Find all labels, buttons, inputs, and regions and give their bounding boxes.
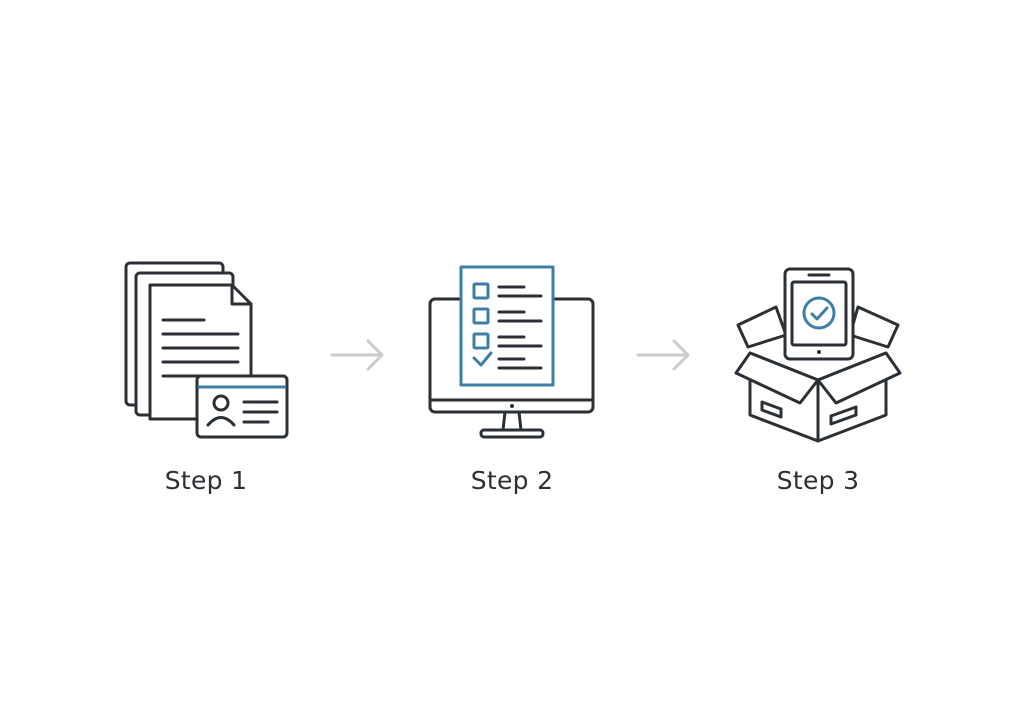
arrow-right-icon (636, 339, 690, 371)
step-label: Step 1 (164, 466, 248, 495)
step-1: Step 1 (96, 255, 316, 515)
documents-id-card-icon (124, 261, 289, 439)
step-label: Step 3 (776, 466, 860, 495)
step-2: Step 2 (402, 255, 622, 515)
box-phone-check-icon (734, 267, 902, 443)
monitor-checklist-icon (428, 265, 595, 439)
step-3: Step 3 (708, 255, 928, 515)
step-label: Step 2 (470, 466, 554, 495)
arrow-right-icon (330, 339, 384, 371)
